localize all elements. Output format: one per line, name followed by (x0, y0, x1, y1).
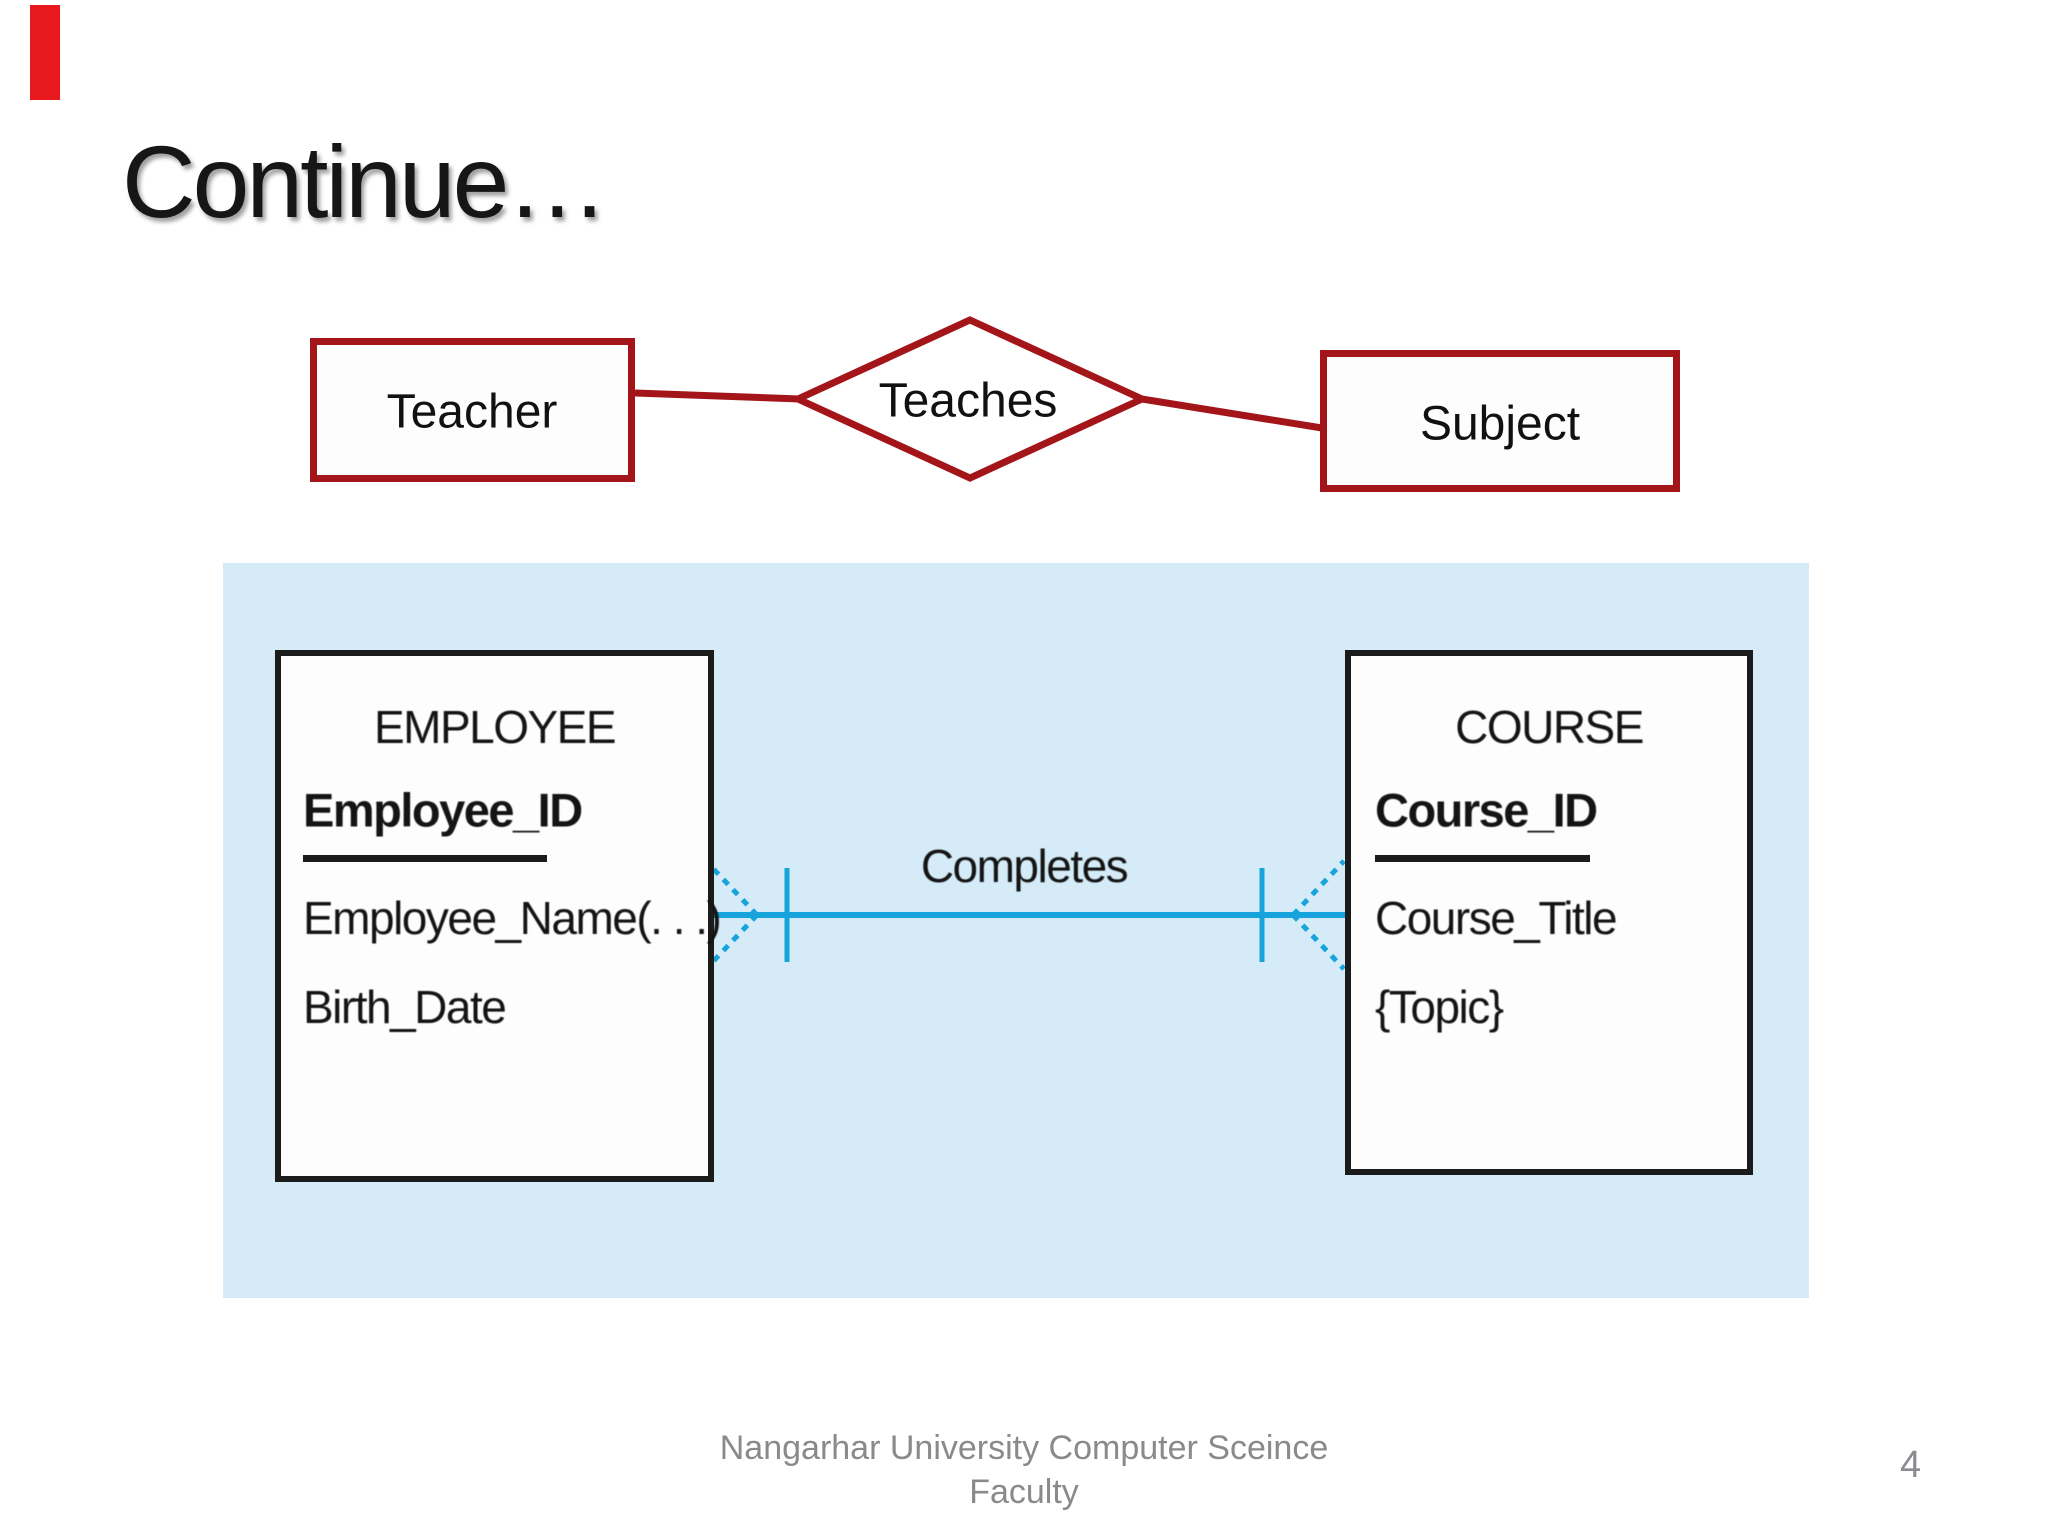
footer-line1: Nangarhar University Computer Sceince (719, 1429, 1329, 1467)
course-attribute-topic: {Topic} (1375, 981, 1504, 1033)
footer: Nangarhar University Computer Sceince Fa… (720, 1426, 1328, 1514)
connector-teaches-subject (1141, 395, 1323, 432)
entity-employee-box: EMPLOYEE Employee_ID Employee_Name(. . .… (275, 650, 722, 1182)
relationship-completes-label: Completes (920, 840, 1129, 892)
employee-primary-key: Employee_ID (303, 783, 583, 837)
employee-attribute-name: Employee_Name(. . .) (303, 892, 722, 944)
course-attribute-title: Course_Title (1375, 892, 1618, 944)
relationship-teaches-label: Teaches (879, 375, 1058, 428)
employee-attribute-birthdate: Birth_Date (303, 981, 507, 1033)
relationship-teaches-diamond (789, 316, 1151, 482)
entity-employee-title: EMPLOYEE (373, 701, 617, 753)
entity-course-box: COURSE Course_ID Course_Title {Topic} (1345, 650, 1753, 1175)
primary-key-underline (1375, 855, 1590, 862)
page-number: 4 (1900, 1444, 1922, 1486)
course-primary-key: Course_ID (1375, 783, 1598, 837)
primary-key-underline (303, 855, 547, 862)
footer-line2: Faculty (969, 1473, 1079, 1511)
entity-teacher-label: Teacher (387, 386, 558, 439)
connector-teacher-teaches (634, 389, 801, 403)
page-title: Continue… (122, 125, 608, 239)
entity-course-title: COURSE (1455, 701, 1644, 753)
top-er-diagram: Teacher Teaches Subject (310, 316, 1680, 492)
crow-foot-many-icon-left (704, 859, 759, 971)
crow-foot-many-icon-right (1291, 859, 1346, 971)
entity-subject-box (1320, 350, 1680, 492)
entity-subject-label: Subject (1420, 398, 1580, 451)
red-corner-mark (30, 5, 60, 100)
entity-teacher-box (310, 338, 635, 482)
